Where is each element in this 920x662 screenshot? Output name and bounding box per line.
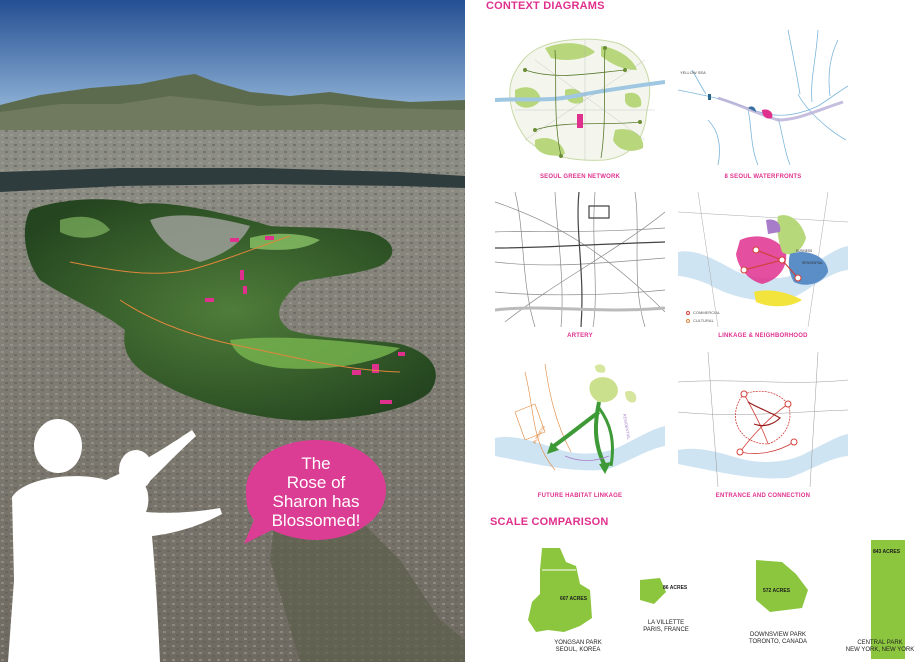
diagram-waterfronts: YELLOW SEA — [678, 30, 848, 165]
diagram-future-habitat: BUSINESS RESIDENTIAL — [495, 352, 665, 487]
caption-linkage: LINKAGE & NEIGHBORHOOD — [718, 333, 808, 339]
acres-downsview: 572 ACRES — [763, 588, 791, 594]
park-name-central-park: CENTRAL PARK NEW YORK, NEW YORK — [845, 640, 915, 653]
legend-commercial: COMMERCIAL — [686, 310, 720, 315]
la-villette-shape — [640, 578, 666, 604]
yongsan-park-shape — [528, 548, 592, 632]
acres-yongsan: 607 ACRES — [560, 596, 588, 602]
park-name-la-villette: LA VILLETTE PARIS, FRANCE — [643, 620, 689, 633]
aerial-rendering: The Rose of Sharon has Blossomed! — [0, 0, 465, 662]
speech-bubble: The Rose of Sharon has Blossomed! — [246, 438, 386, 544]
label-residential: RESIDENTIAL — [622, 413, 632, 440]
caption-entrance: ENTRANCE AND CONNECTION — [715, 493, 811, 499]
park-name-yongsan: YONGSAN PARK SEOUL, KOREA — [554, 640, 602, 653]
caption-future-habitat: FUTURE HABITAT LINKAGE — [537, 493, 623, 499]
acres-central-park: 843 ACRES — [873, 549, 901, 555]
acres-la-villette: 86 ACRES — [663, 585, 688, 591]
caption-green-network: SEOUL GREEN NETWORK — [539, 174, 621, 180]
diagram-entrance — [678, 352, 848, 487]
park-name-downsview: DOWNSVIEW PARK TORONTO, CANADA — [748, 632, 808, 645]
scale-comparison-heading: SCALE COMPARISON — [490, 516, 609, 528]
aerial-scene — [0, 0, 465, 662]
speech-bubble-text: The Rose of Sharon has Blossomed! — [271, 454, 361, 530]
caption-artery: ARTERY — [567, 333, 593, 339]
yellow-sea-label: YELLOW SEA — [680, 70, 706, 75]
legend-cultural: CULTURAL — [686, 318, 714, 323]
district-business: BUSINESS — [796, 249, 812, 253]
central-park-shape — [871, 540, 905, 659]
diagram-green-network — [495, 30, 665, 165]
context-diagrams-heading: CONTEXT DIAGRAMS — [486, 0, 605, 12]
district-residential: RESIDENTIAL — [802, 261, 823, 265]
downsview-park-shape — [756, 560, 808, 612]
diagram-linkage: BUSINESS RESIDENTIAL COMMERCIAL CULTURAL — [678, 192, 848, 327]
diagram-artery — [495, 192, 665, 327]
park-shapes — [528, 540, 905, 659]
caption-waterfronts: 8 SEOUL WATERFRONTS — [724, 174, 802, 180]
